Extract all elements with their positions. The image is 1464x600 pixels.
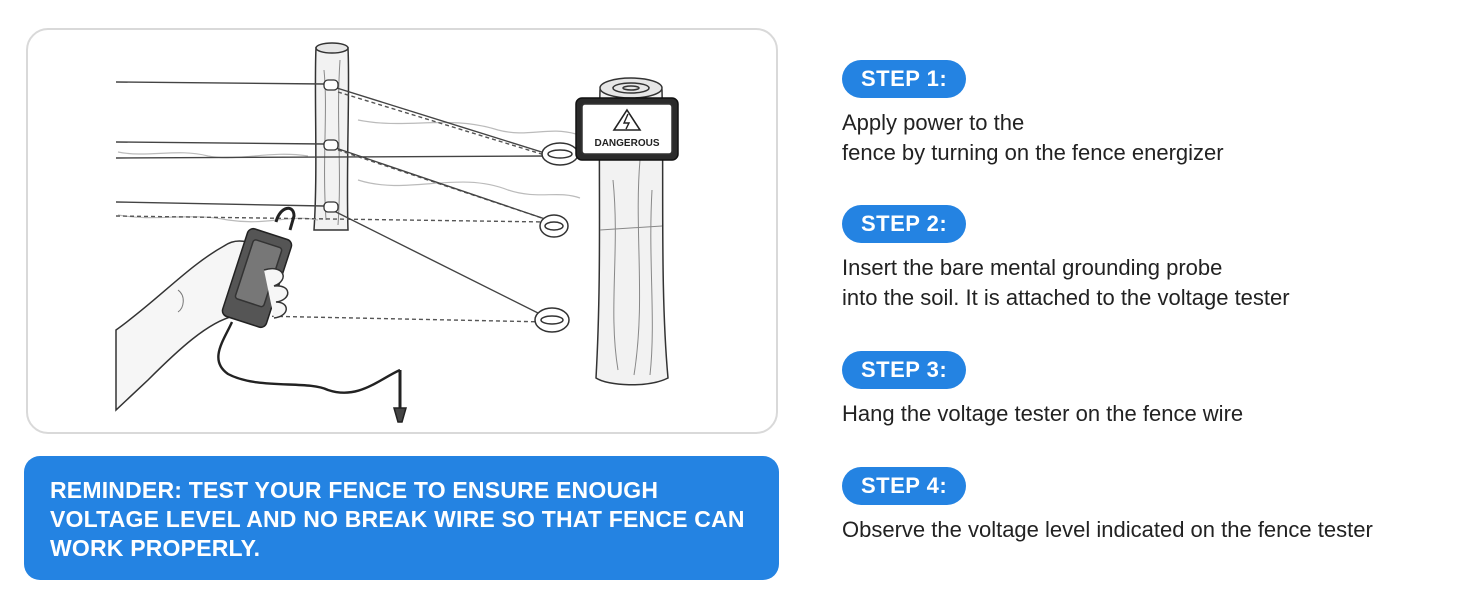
step-4-description: Observe the voltage level indicated on t… (842, 515, 1373, 545)
step-4: STEP 4: Observe the voltage level indica… (842, 467, 1373, 545)
step-2-line-1: Insert the bare mental grounding probe (842, 255, 1223, 280)
step-4-line-1: Observe the voltage level indicated on t… (842, 517, 1373, 542)
step-3-label: STEP 3: (842, 351, 967, 389)
front-fence-post (595, 77, 669, 386)
step-4-label: STEP 4: (842, 467, 967, 505)
step-1-line-1: Apply power to the (842, 110, 1025, 135)
step-3-line-1: Hang the voltage tester on the fence wir… (842, 401, 1244, 426)
danger-sign (575, 97, 679, 161)
fence-illustration: DANGEROUS (115, 42, 679, 423)
step-1-description: Apply power to the fence by turning on t… (842, 108, 1224, 168)
fence-illustration-panel: DANGEROUS (26, 28, 778, 434)
hand-with-tester (115, 206, 407, 423)
cross-wires (115, 83, 549, 319)
step-2: STEP 2: Insert the bare mental grounding… (842, 205, 1290, 313)
step-2-line-2: into the soil. It is attached to the vol… (842, 285, 1290, 310)
back-post-insulators (323, 79, 339, 213)
step-2-label: STEP 2: (842, 205, 967, 243)
step-2-description: Insert the bare mental grounding probe i… (842, 253, 1290, 313)
step-1-label: STEP 1: (842, 60, 967, 98)
reminder-box: REMINDER: TEST YOUR FENCE TO ENSURE ENOU… (24, 456, 779, 580)
step-1-line-2: fence by turning on the fence energizer (842, 140, 1224, 165)
front-post-insulators (534, 142, 579, 333)
step-1: STEP 1: Apply power to the fence by turn… (842, 60, 1224, 168)
back-fence-post (313, 42, 350, 231)
danger-sign-text: DANGEROUS (594, 138, 659, 149)
reminder-text: REMINDER: TEST YOUR FENCE TO ENSURE ENOU… (50, 477, 745, 561)
step-3: STEP 3: Hang the voltage tester on the f… (842, 351, 1243, 429)
step-3-description: Hang the voltage tester on the fence wir… (842, 399, 1243, 429)
fence-wires-left (115, 81, 325, 207)
fence-wire-shadows (117, 119, 581, 223)
